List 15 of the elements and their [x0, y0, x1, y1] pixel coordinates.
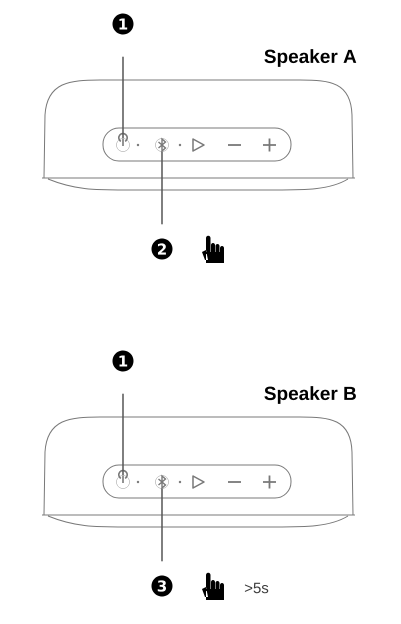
leader-line — [161, 488, 163, 562]
leader-line — [122, 56, 124, 138]
speaker-name: Speaker A — [264, 49, 356, 67]
callout-number: 2 — [152, 238, 172, 260]
leader-line — [161, 152, 163, 224]
button-icon — [155, 474, 169, 490]
callout-number: 1 — [112, 14, 134, 34]
duration-label: >5s — [244, 582, 268, 594]
button-icon — [116, 132, 130, 152]
speaker-name: Speaker B — [264, 386, 356, 404]
button-icon — [155, 137, 169, 153]
button-icon — [116, 470, 130, 489]
leader-line — [122, 394, 124, 476]
callout-number: 3 — [152, 576, 172, 596]
callout-number: 1 — [112, 350, 134, 372]
